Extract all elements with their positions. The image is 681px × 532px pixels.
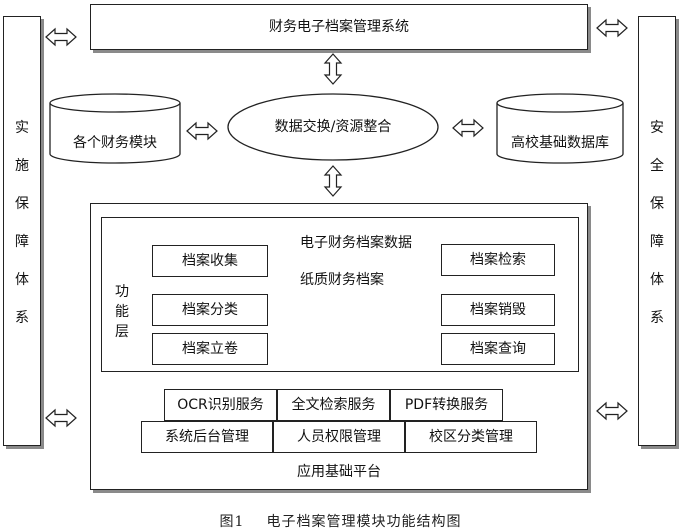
archive-classify-box: 档案分类 — [152, 294, 268, 326]
figure-title: 电子档案管理模块功能结构图 — [266, 514, 462, 530]
right-system-column — [638, 16, 676, 446]
archive-destroy-box: 档案销毁 — [441, 294, 555, 326]
archive-query-box: 档案查询 — [441, 333, 555, 365]
ocr-service-box: OCR识别服务 — [164, 389, 277, 421]
electronic-archive-label: 电子财务档案数据 — [300, 235, 412, 251]
arrow-middle-vertical — [324, 165, 342, 197]
left-system-column — [3, 16, 41, 446]
archive-search-box: 档案检索 — [441, 244, 555, 276]
pdf-service-box: PDF转换服务 — [390, 389, 503, 421]
campus-management-box: 校区分类管理 — [405, 421, 537, 453]
figure-caption: 图1 电子档案管理模块功能结构图 — [0, 511, 681, 531]
archive-filing-box: 档案立卷 — [152, 333, 268, 365]
db-center-label: 数据交换/资源整合 — [274, 119, 392, 135]
platform-label: 应用基础平台 — [297, 464, 381, 480]
db-left-label: 各个财务模块 — [73, 135, 157, 151]
arrow-left-middle — [186, 122, 218, 140]
fulltext-service-box: 全文检索服务 — [277, 389, 390, 421]
function-layer-title: 功 能 层 — [115, 284, 129, 340]
top-system-label: 财务电子档案管理系统 — [269, 19, 409, 35]
archive-collect-box: 档案收集 — [152, 245, 268, 277]
db-right-cylinder — [496, 93, 624, 164]
arrow-top-vertical — [324, 53, 342, 85]
figure-number: 图1 — [219, 514, 245, 530]
arrow-left-top — [45, 28, 77, 46]
top-system-box: 财务电子档案管理系统 — [90, 4, 588, 50]
arrow-right-middle — [452, 119, 484, 137]
backend-management-box: 系统后台管理 — [141, 421, 273, 453]
left-system-text: 实 施 保 障 体 系 — [15, 120, 29, 326]
arrow-left-bottom — [45, 409, 77, 427]
db-left-cylinder — [49, 93, 181, 164]
arrow-right-bottom — [596, 402, 628, 420]
permission-management-box: 人员权限管理 — [273, 421, 405, 453]
paper-archive-label: 纸质财务档案 — [300, 272, 384, 288]
right-system-text: 安 全 保 障 体 系 — [650, 120, 664, 326]
db-right-label: 高校基础数据库 — [511, 135, 609, 151]
arrow-right-top — [596, 19, 628, 37]
